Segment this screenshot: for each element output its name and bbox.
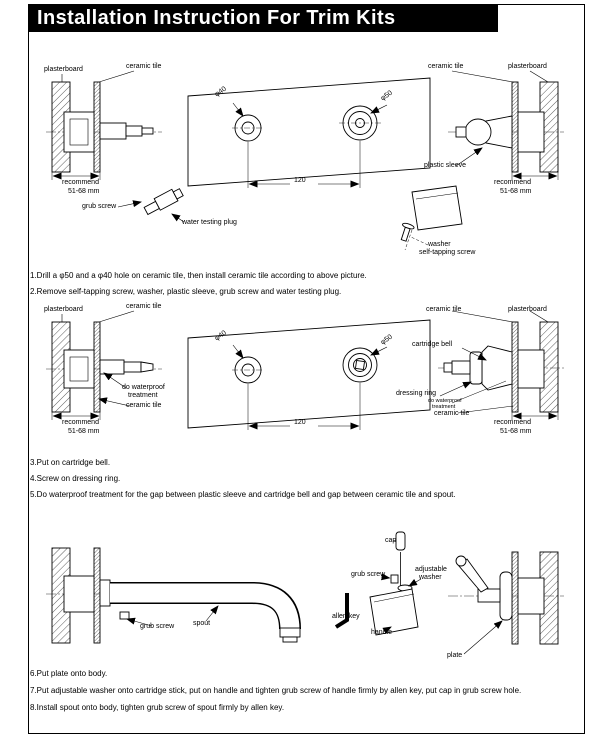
instruction-step-2: 2.Remove self-tapping screw, washer, pla…	[30, 287, 342, 296]
s1-label-recommend-left-mm: 51-68 mm	[68, 188, 100, 195]
s1-label-recommend-left: recommend	[62, 179, 99, 186]
diagram-step3	[46, 531, 564, 655]
s2-label-ceramic-tile-right: ceramic tile	[426, 306, 462, 313]
s1-label-dim-120: 120	[294, 177, 306, 184]
s2-label-recommend-left-mm: 51-68 mm	[68, 428, 100, 435]
diagram-step1	[46, 70, 564, 251]
s3-label-adjustable-washer-2: washer	[419, 574, 442, 581]
instruction-step-4: 4.Screw on dressing ring.	[30, 474, 121, 483]
s2-label-dressing-ring: dressing ring	[396, 390, 437, 397]
s2-label-do-waterproof-right-1: do waterproof	[428, 398, 462, 404]
s1-label-plastic-sleeve: plastic sleeve	[424, 162, 467, 169]
s2-label-ceramic-tile-small-right: ceramic tile	[434, 410, 470, 417]
s3-label-grub-screw-handle: grub screw	[351, 571, 386, 578]
instruction-step-6: 6.Put plate onto body.	[30, 669, 108, 678]
s1-label-ceramic-tile-left: ceramic tile	[126, 63, 162, 70]
s1-label-recommend-right-mm: 51-68 mm	[500, 188, 532, 195]
instruction-step-8: 8.Install spout onto body, tighten grub …	[30, 703, 285, 712]
instruction-step-5: 5.Do waterproof treatment for the gap be…	[30, 490, 456, 499]
s3-label-adjustable-washer-1: adjustable	[415, 566, 447, 573]
s3-label-cap: cap	[385, 537, 397, 544]
s1-label-plasterboard-left: plasterboard	[44, 66, 83, 73]
s3-label-plate: plate	[447, 652, 463, 659]
s2-label-plasterboard-right: plasterboard	[508, 306, 547, 313]
page-title-text: Installation Instruction For Trim Kits	[37, 7, 396, 29]
s3-label-grub-screw-spout: grub screw	[140, 623, 175, 630]
instruction-step-1: 1.Drill a φ50 and a φ40 hole on ceramic …	[30, 271, 367, 280]
s2-label-cartridge-bell: cartridge bell	[412, 341, 453, 348]
s1-label-washer: washer	[428, 241, 451, 248]
s1-label-grub-screw: grub screw	[82, 203, 117, 210]
s2-label-plasterboard-left: plasterboard	[44, 306, 83, 313]
s3-label-spout: spout	[193, 620, 211, 627]
s2-label-recommend-left: recommend	[62, 419, 99, 426]
s1-label-ceramic-tile-right: ceramic tile	[428, 63, 464, 70]
instruction-step-7: 7.Put adjustable washer onto cartridge s…	[30, 686, 522, 695]
s1-label-plasterboard-right: plasterboard	[508, 63, 547, 70]
diagram-step2	[46, 310, 564, 430]
s3-label-allen-key: allen key	[332, 613, 360, 620]
page-title: Installation Instruction For Trim Kits	[28, 4, 498, 32]
s2-label-ceramic-tile-small-left: ceramic tile	[126, 402, 162, 409]
s2-label-recommend-right-mm: 51-68 mm	[500, 428, 532, 435]
s1-label-recommend-right: recommend	[494, 179, 531, 186]
s2-label-ceramic-tile-left: ceramic tile	[126, 303, 162, 310]
s2-label-dim-120: 120	[294, 419, 306, 426]
s3-label-handle: handle	[371, 629, 393, 636]
s2-label-recommend-right: recommend	[494, 419, 531, 426]
s2-label-do-waterproof-right-2: treatment	[432, 404, 456, 410]
s1-label-self-tapping-screw: self-tapping screw	[419, 249, 476, 256]
instruction-step-3: 3.Put on cartridge bell.	[30, 458, 111, 467]
s2-label-do-waterproof-1: do waterproof	[122, 384, 165, 391]
s1-label-water-testing-plug: water testing plug	[182, 219, 237, 226]
s2-label-do-waterproof-2: treatment	[128, 392, 158, 399]
